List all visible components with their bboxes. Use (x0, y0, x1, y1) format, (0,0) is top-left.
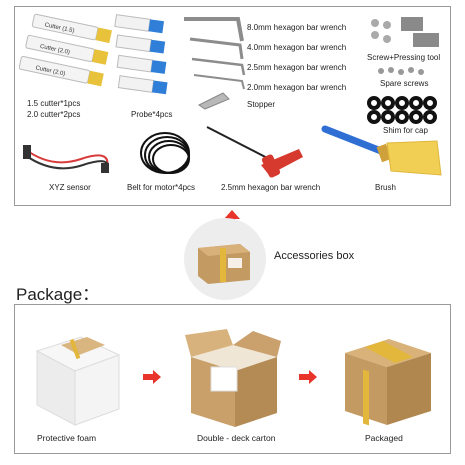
label-shim: Shim for cap (383, 126, 428, 135)
label-belts: Belt for motor*4pcs (127, 183, 196, 192)
spare-screws-image (378, 67, 424, 75)
belts-image (140, 132, 190, 174)
hex-wrenches-image (184, 17, 246, 90)
brush-image (321, 125, 442, 176)
accessories-panel: Cutter (1.5) Cutter (2.0) Cutter (2.0) 1… (14, 6, 451, 206)
label-screw-pressing-tool: Screw+Pressing tool (367, 53, 441, 62)
label-t-wrench: 2.5mm hexagon bar wrench (221, 183, 321, 192)
accessories-box-caption: Accessories box (274, 250, 355, 262)
label-xyz-sensor: XYZ sensor (49, 183, 91, 192)
right-arrow-icon (143, 370, 161, 384)
t-handle-wrench-image (206, 126, 303, 178)
label-packaged: Packaged (365, 433, 403, 443)
label-wrench-8mm: 8.0mm hexagon bar wrench (247, 23, 347, 32)
xyz-sensor-image (23, 145, 109, 173)
screws-pressing-tool-image (371, 17, 439, 47)
label-stopper: Stopper (247, 100, 276, 109)
label-probe: Probe*4pcs (131, 110, 173, 119)
label-wrench-4mm: 4.0mm hexagon bar wrench (247, 43, 347, 52)
double-deck-carton-image (185, 329, 281, 427)
accessories-box-thumbnail (184, 218, 266, 300)
label-spare-screws: Spare screws (380, 79, 429, 88)
label-cutter-1-5: 1.5 cutter*1pcs (27, 99, 81, 108)
box-image (198, 244, 250, 284)
label-protective-foam: Protective foam (37, 433, 97, 443)
package-panel: Protective foam Double - deck carton Pac… (14, 304, 451, 454)
shims-image (367, 96, 437, 124)
label-cutter-2-0: 2.0 cutter*2pcs (27, 110, 81, 119)
probes-image (114, 14, 168, 95)
label-double-deck-carton: Double - deck carton (197, 433, 276, 443)
package-heading: Package： (16, 285, 100, 304)
label-brush: Brush (375, 183, 396, 192)
right-arrow-icon (299, 370, 317, 384)
label-wrench-2-5mm: 2.5mm hexagon bar wrench (247, 63, 347, 72)
protective-foam-image (35, 336, 121, 426)
cutters-image: Cutter (1.5) Cutter (2.0) Cutter (2.0) (19, 13, 112, 87)
stopper-image (198, 92, 230, 110)
packaged-box-image (345, 339, 431, 426)
label-wrench-2mm: 2.0mm hexagon bar wrench (247, 83, 347, 92)
